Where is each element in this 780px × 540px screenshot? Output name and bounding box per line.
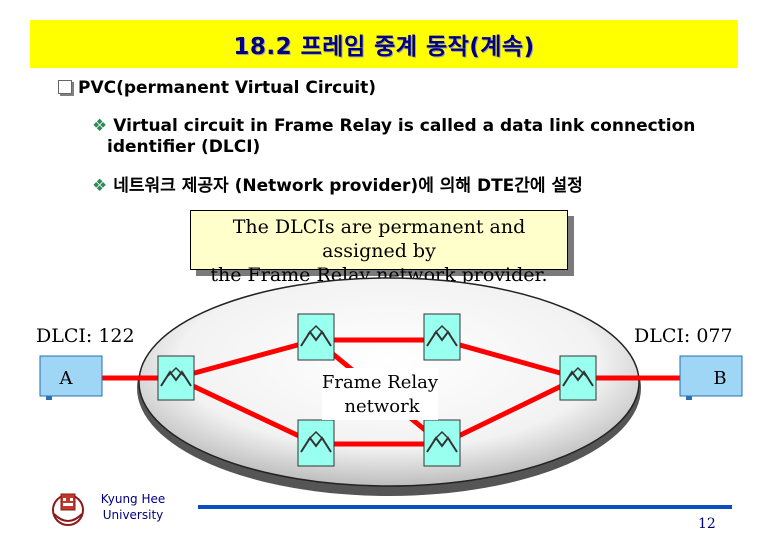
university-logo-icon [52,493,84,526]
university-name: Kyung Hee University [94,491,172,523]
host-a-label: A [59,368,74,389]
network-label-bg [322,368,438,420]
sub-bullet-1: ❖Virtual circuit in Frame Relay is calle… [92,116,732,158]
switch-icon [297,419,335,467]
callout-line-2: the Frame Relay network provider. [210,264,548,286]
footer-divider [198,505,732,509]
check-bullet-icon: ❖ [92,116,108,136]
network-label-line1: Frame Relay [322,372,439,393]
link-s1-s3 [174,375,318,447]
sub-bullet-2: ❖네트워크 제공자 (Network provider)에 의해 DTE간에 설… [92,176,583,197]
slide-title: 18.2 프레임 중계 동작(계속) [233,34,535,60]
check-bullet-icon: ❖ [92,176,108,196]
link-s5-s6 [440,375,580,447]
callout-line-1: The DLCIs are permanent and assigned by [232,216,526,262]
page-number: 12 [698,516,716,532]
switch-icon [297,313,335,361]
switch-icon [423,313,461,361]
sub-bullet-1-line2: identifier (DLCI) [107,137,261,157]
switch-icon [423,419,461,467]
university-name-line1: Kyung Hee [100,492,166,506]
university-name-line2: University [102,508,164,522]
host-a: A [39,355,103,400]
main-bullet-text: PVC(permanent Virtual Circuit) [78,78,377,98]
dlci-left-label: DLCI: 122 [36,325,135,347]
square-bullet-icon [58,80,72,94]
sub-bullet-2-text: 네트워크 제공자 (Network provider)에 의해 DTE간에 설정 [113,176,583,196]
switch-icon [157,355,195,401]
host-b-label: B [713,368,726,389]
switch-icon [559,355,597,401]
host-b: B [679,355,743,400]
title-bar: 18.2 프레임 중계 동작(계속) [30,20,738,68]
link-s4-s6 [441,337,579,381]
virtual-circuit-links [102,337,692,447]
sub-bullet-1-line1: Virtual circuit in Frame Relay is called… [113,116,696,136]
network-label-line2: network [344,396,420,417]
dlci-right-label: DLCI: 077 [634,325,733,347]
link-s1-s2 [175,337,317,381]
dlci-callout-box: The DLCIs are permanent and assigned by … [190,210,568,286]
main-bullet: PVC(permanent Virtual Circuit) [58,78,376,98]
